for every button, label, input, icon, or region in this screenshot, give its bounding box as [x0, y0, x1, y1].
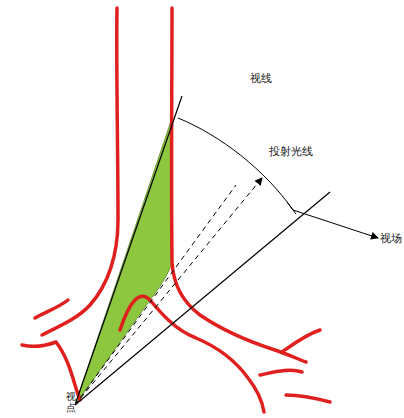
field-arc [178, 118, 293, 210]
ray-label: 投射光线 [269, 146, 313, 158]
viewpoint-label: 视点 [66, 392, 76, 413]
airway-wall [22, 8, 330, 412]
dashed-ray [75, 178, 262, 405]
arc-tick [287, 202, 296, 214]
field-label: 视场 [380, 233, 402, 245]
field-pointer [293, 210, 378, 238]
sight-line-label: 视线 [250, 73, 272, 85]
field-boundary [75, 96, 330, 405]
